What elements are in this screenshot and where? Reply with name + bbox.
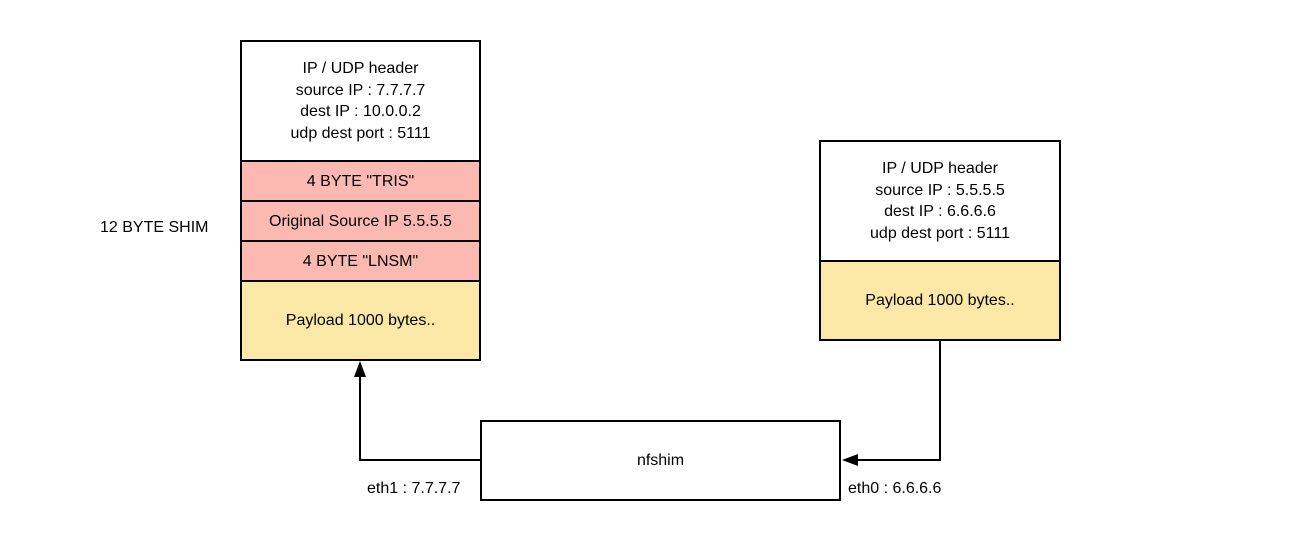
right-ip-udp-header: IP / UDP header source IP : 5.5.5.5 dest… bbox=[821, 142, 1059, 260]
nfshim-box: nfshim bbox=[480, 420, 841, 501]
shim-row-lnsm: 4 BYTE "LNSM" bbox=[242, 240, 479, 282]
header-line: source IP : 5.5.5.5 bbox=[875, 181, 1005, 199]
header-line: udp dest port : 5111 bbox=[290, 124, 431, 142]
arrow-into-eth0 bbox=[858, 340, 941, 461]
shim-row-text: Original Source IP 5.5.5.5 bbox=[269, 213, 452, 231]
header-line: IP / UDP header bbox=[882, 160, 998, 177]
shim-size-label: 12 BYTE SHIM bbox=[100, 219, 209, 236]
payload-text: Payload 1000 bytes.. bbox=[865, 291, 1015, 309]
nfshim-label-text: nfshim bbox=[636, 451, 685, 469]
payload-text: Payload 1000 bytes.. bbox=[285, 311, 436, 329]
left-ip-udp-header: IP / UDP header source IP : 7.7.7.7 dest… bbox=[242, 42, 479, 160]
header-line: dest IP : 6.6.6.6 bbox=[884, 203, 996, 220]
eth0-label: eth0 : 6.6.6.6 bbox=[848, 480, 942, 497]
shim-row-original-source-ip: Original Source IP 5.5.5.5 bbox=[242, 200, 479, 242]
shim-row-text: 4 BYTE "LNSM" bbox=[302, 253, 419, 271]
eth1-label: eth1 : 7.7.7.7 bbox=[367, 480, 461, 497]
shim-row-tris: 4 BYTE "TRIS" bbox=[242, 160, 479, 202]
arrowhead-eth0 bbox=[842, 454, 858, 466]
header-line: IP / UDP header bbox=[302, 60, 419, 77]
original-packet: IP / UDP header source IP : 5.5.5.5 dest… bbox=[819, 140, 1061, 341]
header-line: dest IP : 10.0.0.2 bbox=[300, 103, 421, 120]
right-payload: Payload 1000 bytes.. bbox=[821, 260, 1059, 339]
header-line: udp dest port : 5111 bbox=[870, 224, 1010, 242]
shimmed-packet: IP / UDP header source IP : 7.7.7.7 dest… bbox=[240, 40, 481, 361]
arrowhead-left-packet bbox=[354, 361, 366, 377]
header-line: source IP : 7.7.7.7 bbox=[295, 81, 426, 99]
arrow-out-eth1 bbox=[359, 377, 480, 461]
shim-row-text: 4 BYTE "TRIS" bbox=[306, 173, 415, 191]
nfshim-label: nfshim bbox=[482, 422, 839, 499]
left-payload: Payload 1000 bytes.. bbox=[242, 280, 479, 359]
